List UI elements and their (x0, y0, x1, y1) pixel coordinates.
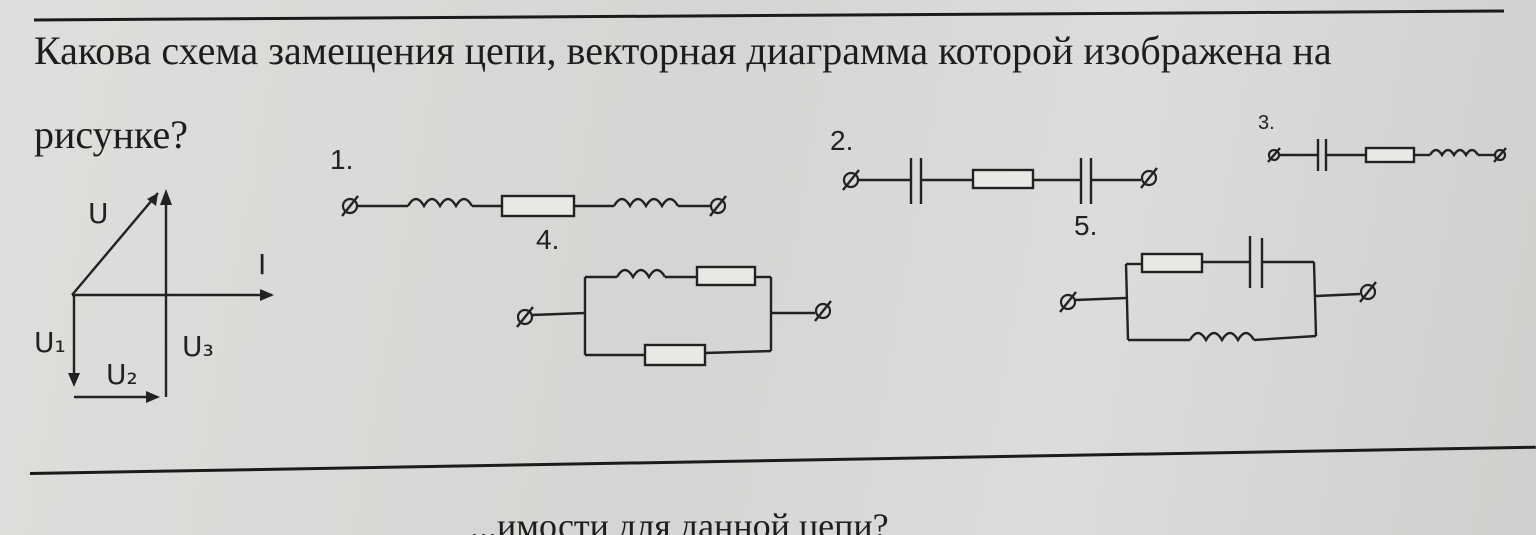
vector-u1-arrowhead (68, 373, 80, 387)
terminal-icon (341, 195, 359, 217)
vector-diagram (68, 189, 274, 403)
option-3-number: 3. (1258, 112, 1275, 134)
question-line-2: рисунке? (34, 112, 188, 157)
vector-u (71, 192, 159, 296)
resistor-icon (500, 194, 576, 218)
label-u2: U₂ (106, 358, 138, 391)
circuit-option-2 (842, 158, 1158, 204)
terminal-icon (1359, 281, 1377, 303)
inductor-icon (1428, 148, 1480, 158)
vector-u2-arrowhead (146, 391, 160, 403)
option-5-number: 5. (1074, 210, 1098, 241)
resistor-icon (1140, 252, 1204, 274)
vector-i-arrowhead (260, 289, 274, 301)
capacitor-icon (1248, 236, 1264, 288)
terminal-icon (1059, 291, 1077, 313)
inductor-icon (612, 197, 680, 209)
terminal-icon (842, 169, 860, 191)
terminal-icon (516, 306, 534, 328)
resistor-icon (643, 343, 707, 367)
option-2-number: 2. (830, 125, 854, 156)
capacitor-icon (1079, 158, 1093, 204)
circuit-option-1 (341, 194, 727, 218)
terminal-icon (709, 195, 727, 217)
option-4-number: 4. (536, 224, 560, 255)
label-u1: U₁ (34, 326, 66, 359)
terminal-icon (1140, 167, 1158, 189)
top-rule (34, 9, 1504, 22)
label-i: I (258, 248, 267, 281)
inductor-icon (406, 197, 474, 209)
option-1-number: 1. (330, 144, 354, 175)
bottom-rule (29, 445, 1536, 475)
circuit-option-3 (1267, 139, 1507, 171)
resistor-icon (695, 265, 757, 287)
resistor-icon (971, 168, 1035, 190)
terminal-icon (814, 300, 832, 322)
inductor-icon (1188, 331, 1256, 343)
terminal-icon (1267, 147, 1281, 163)
capacitor-icon (909, 158, 923, 204)
capacitor-icon (1316, 139, 1328, 171)
resistor-icon (1364, 146, 1416, 164)
next-question-partial: ...имости для данной цепи? (470, 506, 889, 535)
vector-u-arrowhead (147, 193, 158, 206)
label-u3: U₃ (182, 330, 214, 363)
inductor-icon (615, 268, 667, 280)
circuit-option-4 (516, 265, 832, 367)
label-u: U (88, 197, 109, 230)
question-line-1: Какова схема замещения цепи, векторная д… (34, 28, 1332, 73)
circuit-option-5 (1059, 236, 1377, 343)
vector-u3-arrowhead (160, 189, 172, 205)
terminal-icon (1493, 147, 1507, 163)
